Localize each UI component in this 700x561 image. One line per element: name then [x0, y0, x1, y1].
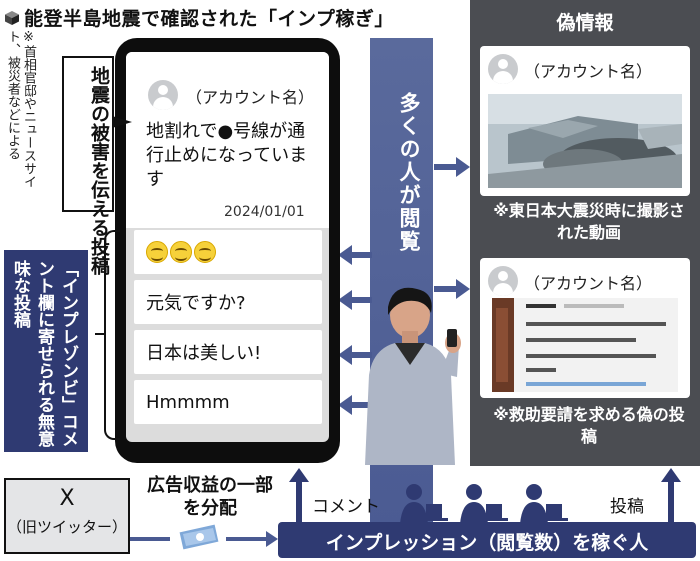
person-with-phone-illustration	[365, 287, 461, 465]
post-label: 投稿	[610, 497, 644, 517]
comments-bracket	[104, 230, 120, 440]
comment-emoji	[134, 230, 322, 274]
x-platform-name: X	[59, 486, 75, 511]
quake-post-label: 地震の被害を伝える投稿	[88, 66, 110, 275]
up-arrows	[289, 468, 681, 522]
impression-earners-label: インプレッション（閲覧数）を稼ぐ人	[325, 532, 649, 554]
comment-item: 元気ですか?	[134, 280, 322, 324]
people-at-computers-icon	[400, 484, 568, 524]
fake-post-card-rescue: （アカウント名）	[480, 258, 690, 398]
post-date: 2024/01/01	[224, 204, 305, 220]
smile-emoji-icon	[146, 241, 168, 263]
comment-item: Hmmmm	[134, 380, 322, 424]
money-icon	[178, 523, 220, 551]
fake-video-caption: ※東日本大震災時に撮影された動画	[493, 201, 685, 242]
fake-info-title: 偽情報	[556, 12, 614, 34]
quake-post: （アカウント名） 地割れで●号線が通行止めになっています 2024/01/01	[126, 52, 329, 228]
comment-item: 日本は美しい!	[134, 330, 322, 374]
account-avatar-icon	[488, 54, 518, 84]
impression-zombie-box	[4, 250, 88, 452]
flow-arrows	[338, 157, 470, 415]
viewing-band-text: 多くの人が閲覧	[397, 92, 421, 253]
smile-emoji-icon	[194, 241, 216, 263]
pointer-arrow	[112, 116, 132, 128]
fake-post-account: （アカウント名）	[524, 274, 653, 293]
title-text: 能登半島地震で確認された「インプ稼ぎ」	[24, 8, 394, 30]
diagram-title: 能登半島地震で確認された「インプ稼ぎ」	[4, 4, 394, 31]
revenue-arrow	[130, 531, 278, 547]
fake-post-card-video: （アカウント名）	[480, 46, 690, 196]
source-note: ※首相官邸やニュースサイト、被災者などによる	[5, 30, 36, 188]
quake-post-label-box	[62, 56, 114, 212]
impression-zombie-label: 「インプレゾンビ」コメント欄に寄せられる無意味な投稿	[10, 260, 78, 447]
account-avatar-icon	[488, 266, 518, 296]
post-account: （アカウント名）	[186, 88, 315, 107]
impression-earners-band	[278, 522, 696, 558]
account-avatar-icon	[148, 80, 178, 110]
smile-emoji-icon	[170, 241, 192, 263]
earthquake-video-thumbnail	[488, 94, 682, 188]
fake-post-account: （アカウント名）	[524, 62, 653, 81]
post-text: 地割れで●号線が通行止めになっています	[146, 121, 308, 190]
cube-icon	[5, 10, 19, 25]
bracket-tick	[95, 333, 106, 335]
fake-rescue-caption: ※救助要請を求める偽の投稿	[493, 405, 685, 446]
rescue-post-thumbnail	[492, 298, 678, 392]
ad-revenue-text: 広告収益の一部を分配	[147, 475, 273, 519]
x-platform-box	[4, 478, 130, 554]
x-platform-subtitle: （旧ツイッター）	[6, 518, 127, 536]
comment-label: コメント	[312, 497, 380, 517]
